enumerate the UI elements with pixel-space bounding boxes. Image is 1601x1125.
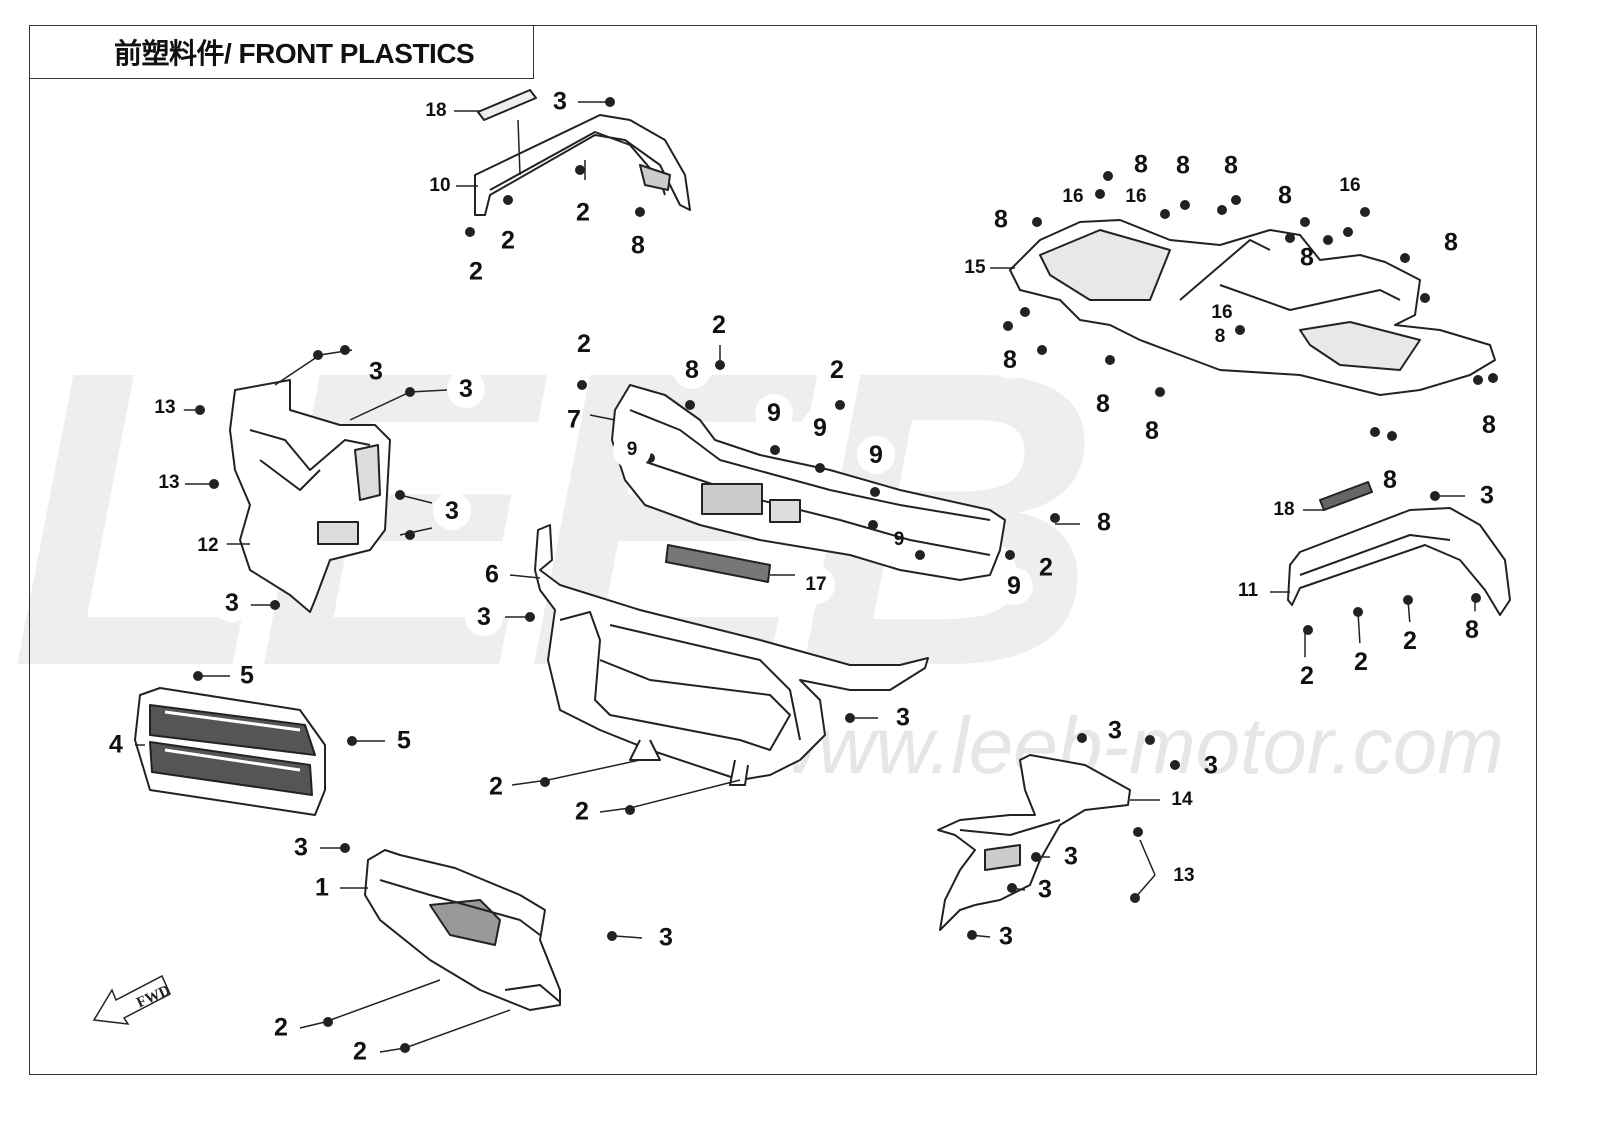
callout-3: 3 <box>433 492 471 530</box>
callout-16: 16 <box>1339 175 1361 196</box>
callout-3: 3 <box>1064 842 1078 871</box>
callout-18: 18 <box>1265 491 1303 529</box>
callout-8: 8 <box>1300 243 1314 272</box>
callout-2: 2 <box>818 351 856 389</box>
callout-2: 2 <box>700 306 738 344</box>
callout-3: 3 <box>369 357 383 386</box>
callout-12: 12 <box>189 527 227 565</box>
callout-15: 15 <box>964 257 986 278</box>
part-17-mesh-insert <box>665 544 771 583</box>
callout-3: 3 <box>1204 751 1218 780</box>
callout-2: 2 <box>1039 553 1053 582</box>
callout-3: 3 <box>553 87 567 116</box>
callout-8: 8 <box>1371 461 1409 499</box>
callout-2: 2 <box>575 797 589 826</box>
callout-2: 2 <box>1342 643 1380 681</box>
callout-2: 2 <box>353 1037 367 1066</box>
callout-9: 9 <box>613 431 651 469</box>
callout-3: 3 <box>896 703 910 732</box>
callout-8: 8 <box>631 231 645 260</box>
fasteners <box>193 97 1498 1053</box>
callout-16: 16 <box>1211 302 1233 323</box>
callout-3: 3 <box>1108 716 1122 745</box>
callout-3: 3 <box>465 598 503 636</box>
callout-16: 16 <box>1062 186 1084 207</box>
part-6-front-guard-frame <box>534 524 929 786</box>
callout-9: 9 <box>857 436 895 474</box>
callout-8: 8 <box>1084 385 1122 423</box>
callout-16: 16 <box>1125 186 1147 207</box>
part-4-front-grille <box>134 687 326 816</box>
callout-10: 10 <box>429 175 451 196</box>
callout-3: 3 <box>1480 481 1494 510</box>
callout-9: 9 <box>995 567 1033 605</box>
part-10-front-fender-left <box>474 114 691 216</box>
callout-8: 8 <box>1214 326 1226 347</box>
callout-9: 9 <box>755 394 793 432</box>
fwd-arrow-icon: FWD <box>92 975 173 1025</box>
callout-2: 2 <box>469 257 483 286</box>
callout-3: 3 <box>659 923 673 952</box>
callout-3: 3 <box>1038 875 1052 904</box>
part-18-sticker-right <box>1319 481 1373 511</box>
part-14-side-panel-right <box>937 754 1131 931</box>
callout-2: 2 <box>1288 657 1326 695</box>
callout-6: 6 <box>485 560 499 589</box>
part-18-sticker-left <box>477 89 537 121</box>
part-12-side-panel-left <box>229 379 391 613</box>
callout-8: 8 <box>1134 150 1148 179</box>
callout-18: 18 <box>425 100 447 121</box>
callout-3: 3 <box>447 370 485 408</box>
callout-14: 14 <box>1171 789 1193 810</box>
callout-7: 7 <box>567 405 581 434</box>
callout-13: 13 <box>146 389 184 427</box>
callout-8: 8 <box>1133 412 1171 450</box>
callout-3: 3 <box>999 922 1013 951</box>
callout-4: 4 <box>109 730 123 759</box>
callout-2: 2 <box>576 198 590 227</box>
callout-5: 5 <box>240 661 254 690</box>
callout-9: 9 <box>893 529 905 550</box>
callout-8: 8 <box>1176 151 1190 180</box>
callout-8: 8 <box>991 341 1029 379</box>
callout-11: 11 <box>1229 572 1267 610</box>
diagram-frame <box>29 25 1537 1075</box>
callout-9: 9 <box>801 409 839 447</box>
callout-8: 8 <box>1470 406 1508 444</box>
callout-3: 3 <box>294 833 308 862</box>
page-title: 前塑料件/ FRONT PLASTICS <box>114 38 475 69</box>
callout-8: 8 <box>1444 228 1458 257</box>
callout-8: 8 <box>1278 181 1292 210</box>
part-1-front-skid-plate <box>364 849 561 1011</box>
callout-17: 17 <box>797 566 835 604</box>
callout-1: 1 <box>315 873 329 902</box>
title-box: 前塑料件/ FRONT PLASTICS <box>29 25 534 79</box>
callout-8: 8 <box>1097 508 1111 537</box>
callout-8: 8 <box>673 351 711 389</box>
watermark-url: www.leeb-motor.com <box>760 701 1504 790</box>
callout-2: 2 <box>489 772 503 801</box>
callout-8: 8 <box>1453 611 1491 649</box>
callout-2: 2 <box>274 1013 288 1042</box>
callout-8: 8 <box>994 205 1008 234</box>
callout-3: 3 <box>213 584 251 622</box>
callout-2: 2 <box>565 325 603 363</box>
part-7-front-bumper <box>611 384 1006 581</box>
callout-13: 13 <box>1173 865 1195 886</box>
callout-5: 5 <box>397 726 411 755</box>
callout-13: 13 <box>158 472 180 493</box>
callout-2: 2 <box>1391 622 1429 660</box>
part-15-front-rack <box>1009 219 1496 396</box>
part-11-front-fender-right <box>1287 507 1511 616</box>
callout-2: 2 <box>501 226 515 255</box>
callout-8: 8 <box>1224 151 1238 180</box>
